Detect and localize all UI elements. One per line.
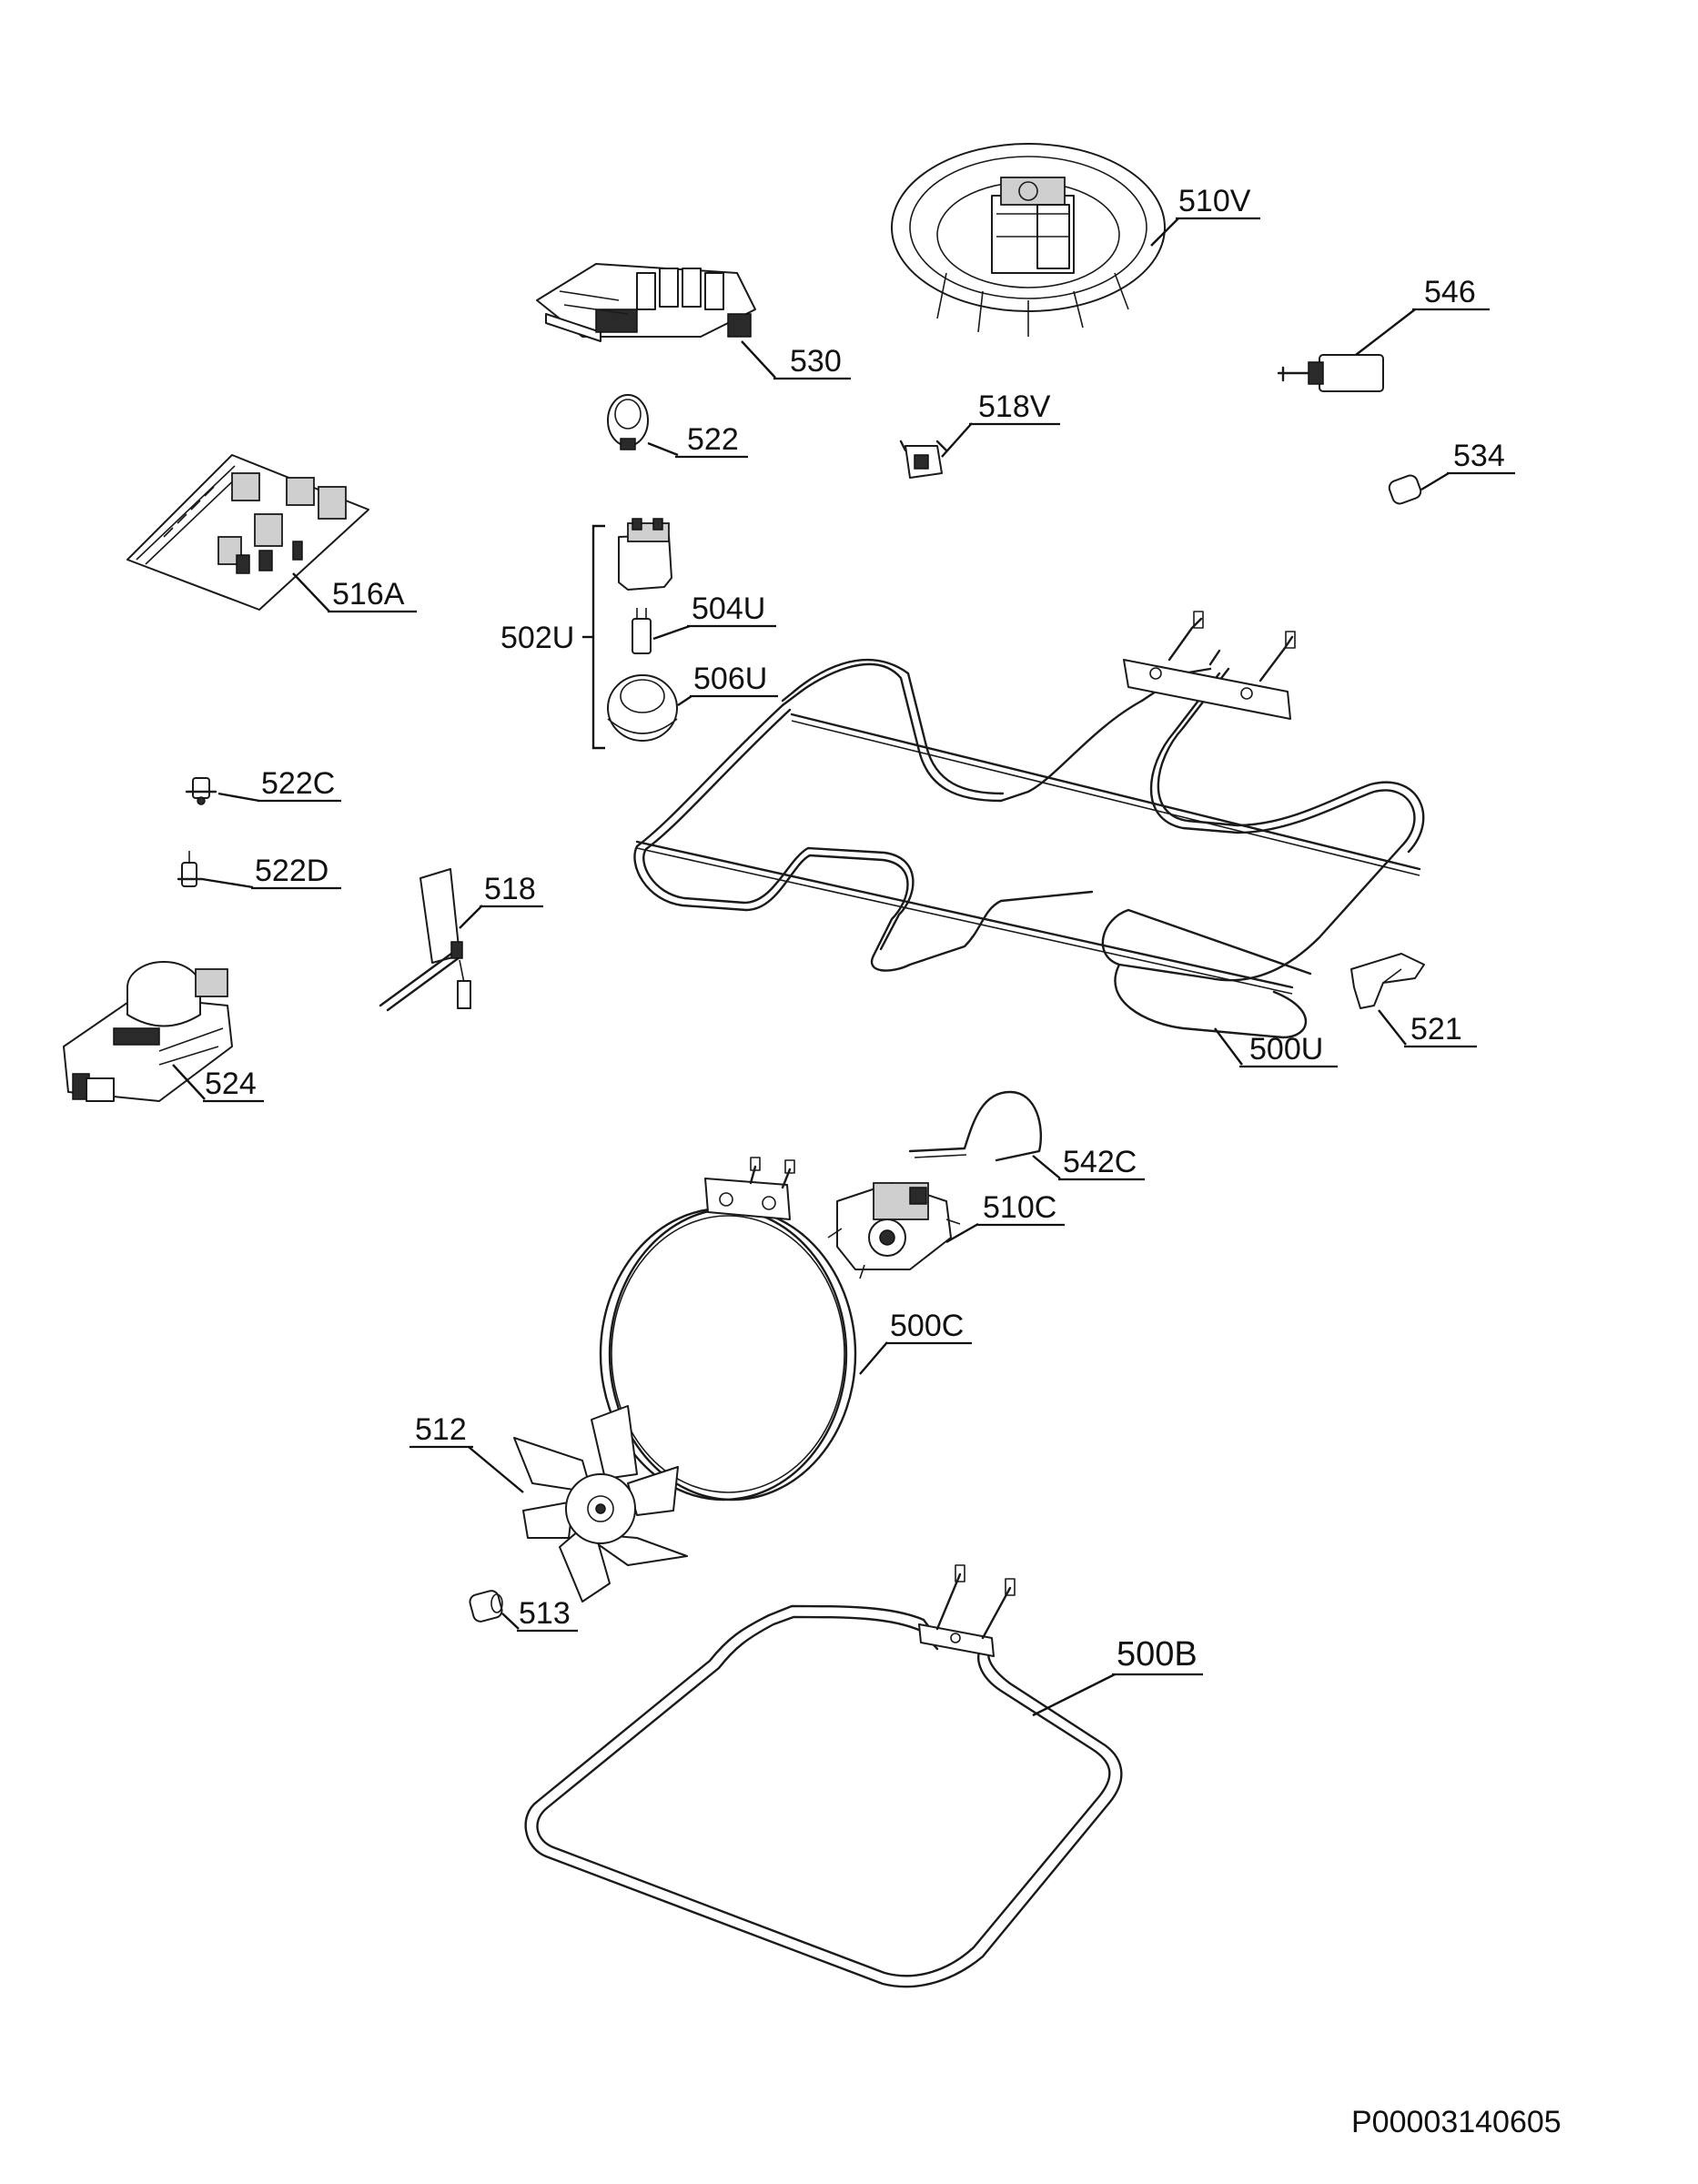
label-518: 518 (459, 872, 543, 929)
part-number-542c: 542C (1063, 1145, 1137, 1179)
part-number-522d: 522D (255, 854, 328, 888)
label-534: 534 (1420, 439, 1515, 491)
part-number-522c: 522C (261, 766, 335, 801)
part-530-terminal-block (536, 263, 756, 342)
part-number-518: 518 (484, 872, 536, 906)
part-502u-lamp-assembly: 502U (500, 518, 678, 750)
part-516a-control-board (126, 454, 369, 611)
part-524-door-lock (63, 961, 233, 1102)
label-513: 513 (501, 1596, 578, 1633)
label-500u: 500U (1214, 1027, 1338, 1068)
label-518v: 518V (941, 389, 1060, 458)
part-number-510v: 510V (1178, 184, 1251, 218)
part-number-518v: 518V (978, 389, 1051, 424)
part-522d-connector (177, 851, 204, 887)
part-number-510c: 510C (983, 1190, 1056, 1225)
label-522d: 522D (201, 854, 341, 890)
label-522: 522 (647, 422, 748, 459)
label-500c: 500C (859, 1309, 972, 1375)
part-number-506u: 506U (693, 662, 767, 696)
part-number-513: 513 (519, 1596, 571, 1631)
label-522c: 522C (217, 766, 341, 803)
label-521: 521 (1378, 1009, 1477, 1048)
label-510c: 510C (945, 1190, 1065, 1244)
part-513-nut (469, 1590, 503, 1623)
label-546: 546 (1355, 275, 1490, 356)
part-542c-wire-clip (908, 1090, 1043, 1162)
part-510c-fan-motor (827, 1182, 961, 1279)
part-518-temperature-sensor (379, 868, 471, 1012)
label-530: 530 (741, 340, 851, 380)
part-518v-sensor-clip (899, 440, 948, 479)
part-number-500b: 500B (1117, 1635, 1198, 1673)
label-512: 512 (409, 1412, 524, 1493)
label-516a: 516A (292, 572, 417, 613)
part-534-cap (1388, 474, 1422, 505)
part-500c-circular-element (599, 1157, 857, 1502)
part-number-521: 521 (1410, 1012, 1462, 1046)
part-number-522: 522 (687, 422, 739, 457)
label-510v: 510V (1150, 184, 1260, 247)
part-number-546: 546 (1424, 275, 1476, 309)
part-500u-grill-element (633, 611, 1425, 1039)
part-number-516a: 516A (332, 577, 405, 612)
part-number-512: 512 (415, 1412, 467, 1447)
document-code: P00003140605 (1351, 2105, 1562, 2139)
part-522-lamp-holder (607, 394, 649, 450)
part-522c-connector (185, 777, 217, 805)
part-number-500c: 500C (890, 1309, 964, 1343)
part-512-fan-blade (513, 1405, 688, 1603)
part-number-530: 530 (790, 344, 842, 379)
part-521-bracket (1350, 953, 1425, 1009)
part-546-switch (1277, 354, 1384, 392)
part-number-500u: 500U (1249, 1032, 1323, 1067)
label-500b: 500B (1032, 1635, 1203, 1717)
label-542c: 542C (1032, 1145, 1145, 1181)
label-524: 524 (172, 1064, 264, 1103)
part-number-502u: 502U (500, 621, 574, 655)
part-500b-bottom-element (524, 1564, 1123, 1988)
part-510v-fan-motor-assembly (891, 143, 1166, 337)
label-504u: 504U (652, 592, 776, 641)
part-number-504u: 504U (692, 592, 765, 626)
part-number-534: 534 (1453, 439, 1505, 473)
part-number-524: 524 (205, 1067, 257, 1101)
label-506u: 506U (677, 662, 778, 706)
